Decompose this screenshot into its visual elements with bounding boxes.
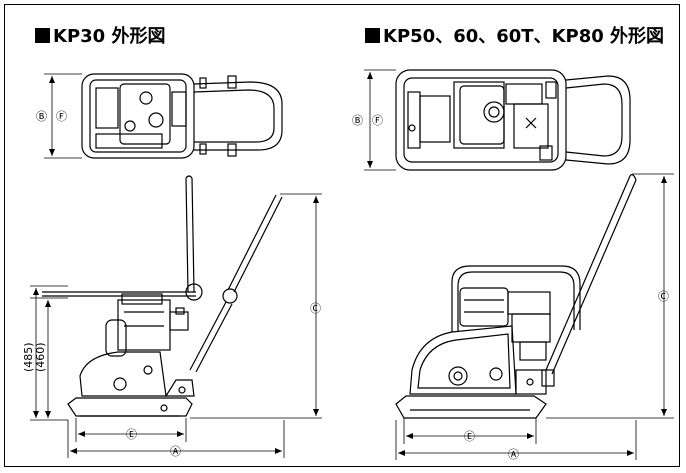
title-kp30-text: KP30 外形図 bbox=[53, 26, 166, 47]
title-square-icon bbox=[35, 28, 50, 43]
kp30-side-view bbox=[30, 175, 322, 458]
dim-label-c-right: Ⓒ bbox=[658, 290, 669, 303]
kp50-80-side-view bbox=[395, 173, 674, 460]
kp30-top-view bbox=[44, 73, 283, 159]
dim-label-a-left: Ⓐ bbox=[170, 445, 181, 458]
dim-label-c-left: Ⓒ bbox=[310, 302, 321, 315]
title-kp50-80-text: KP50、60、60T、KP80 外形図 bbox=[383, 26, 665, 47]
kp50-80-top-view bbox=[364, 69, 631, 171]
dim-label-b-left: Ⓑ bbox=[36, 110, 47, 123]
dim-label-f-left: Ⓕ bbox=[56, 110, 67, 123]
dim-label-f-right: Ⓕ bbox=[372, 114, 383, 127]
diagram-frame: KP30 外形図 KP50、60、60T、KP80 外形図 bbox=[4, 4, 680, 467]
dim-label-e-right: Ⓔ bbox=[464, 430, 475, 443]
title-kp30: KP30 外形図 bbox=[35, 27, 165, 47]
title-square-icon bbox=[365, 28, 380, 43]
dim-label-a-right: Ⓐ bbox=[508, 448, 519, 461]
dim-label-460: (460) bbox=[34, 342, 47, 372]
title-kp50-80: KP50、60、60T、KP80 外形図 bbox=[365, 27, 664, 47]
dim-label-e-left: Ⓔ bbox=[126, 428, 137, 441]
dim-label-485: (485) bbox=[22, 342, 35, 372]
dim-label-b-right: Ⓑ bbox=[352, 114, 363, 127]
